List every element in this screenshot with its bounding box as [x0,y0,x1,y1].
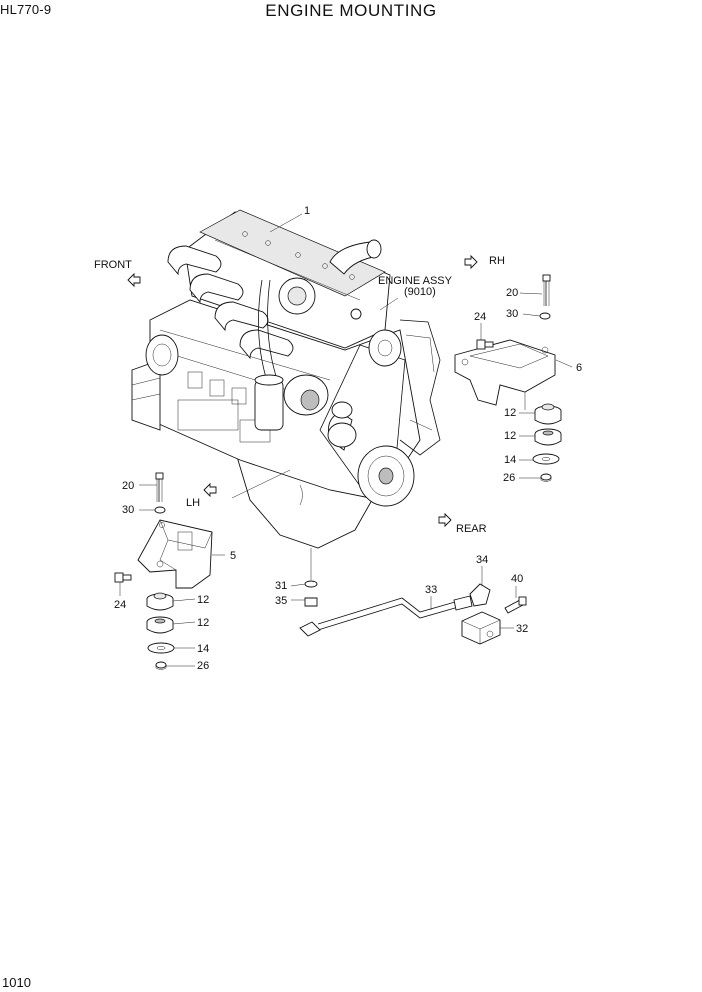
arrow-front-icon [127,272,141,288]
callout-12-lh-b: 12 [197,617,209,629]
rubber-mount-12-rh-upper [534,403,562,425]
bolt-24-lh [114,572,132,583]
callout-26-lh: 26 [197,660,209,672]
engine-assembly [131,209,441,549]
label-rear: REAR [456,523,487,535]
arrow-lh-icon [203,482,217,498]
model-code: HL770-9 [0,2,52,17]
rubber-mount-12-lh-upper [146,592,174,611]
page-number: 1010 [2,975,31,990]
drain-hose-assembly [299,548,527,645]
label-rh: RH [489,255,505,267]
direction-arrows [127,254,478,528]
callout-40: 40 [511,573,523,585]
arrow-rear-icon [438,512,452,528]
callout-20-rh: 20 [506,287,518,299]
label-lh: LH [186,497,200,509]
page-title: ENGINE MOUNTING [265,1,437,20]
bolt-20-rh [542,274,551,306]
callout-24-rh: 24 [474,311,486,323]
leader-lines [119,213,573,667]
callout-14-lh: 14 [197,643,209,655]
callout-1: 1 [304,205,310,217]
callout-30-lh: 30 [122,504,134,516]
callout-12-rh-a: 12 [504,407,516,419]
rh-mount-bracket [454,339,556,410]
washer-30-lh [154,506,166,514]
callout-30-rh: 30 [506,308,518,320]
washer-30-rh [539,312,551,320]
nut-26-rh [540,473,552,482]
callout-32: 32 [516,623,528,635]
callout-14-rh: 14 [504,454,516,466]
washer-14-lh [147,642,175,654]
callout-12-rh-b: 12 [504,430,516,442]
callout-26-rh: 26 [503,472,515,484]
callout-33: 33 [425,584,437,596]
lh-mount-bracket [137,519,213,589]
callout-12-lh-a: 12 [197,594,209,606]
label-engine-assy: ENGINE ASSY [378,275,453,287]
callout-31: 31 [275,580,287,592]
callout-35: 35 [275,595,287,607]
washer-14-rh [532,453,560,465]
label-front: FRONT [94,259,132,271]
rubber-mount-12-rh-lower [534,428,562,446]
nut-26-lh [155,661,167,670]
callout-6: 6 [576,362,582,374]
rubber-mount-12-lh-lower [146,616,174,634]
callout-20-lh: 20 [122,480,134,492]
arrow-rh-icon [464,254,478,270]
callout-34: 34 [476,554,488,566]
callout-24-lh: 24 [114,599,126,611]
bolt-20-lh [155,472,164,502]
callout-5: 5 [230,550,236,562]
label-engine-assy-ref: (9010) [404,286,436,298]
